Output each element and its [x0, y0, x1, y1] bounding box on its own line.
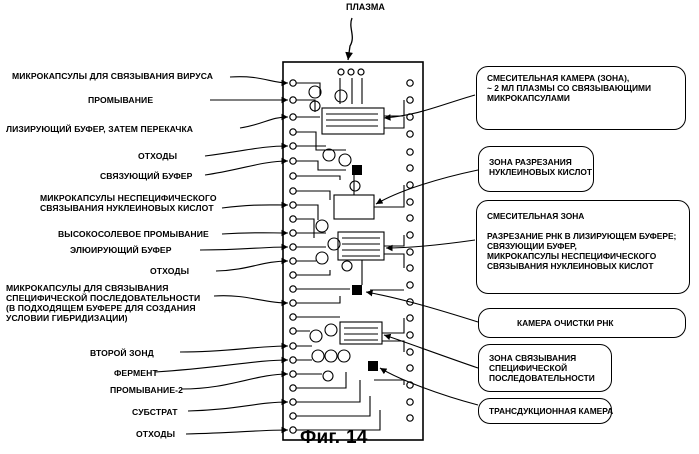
- label-second-probe: ВТОРОЙ ЗОНД: [90, 348, 154, 358]
- callout-rna-purification: КАМЕРА ОЧИСТКИ РНК: [478, 308, 686, 338]
- callout-mixing-zone-text: СМЕСИТЕЛЬНАЯ ЗОНА РАЗРЕЗАНИЕ РНК В ЛИЗИР…: [487, 211, 676, 271]
- callout-rna-purification-text: КАМЕРА ОЧИСТКИ РНК: [517, 318, 614, 328]
- label-waste-1: ОТХОДЫ: [138, 151, 177, 161]
- plasma-inlet-line: [348, 18, 352, 60]
- label-lysis-buffer: ЛИЗИРУЮЩИЙ БУФЕР, ЗАТЕМ ПЕРЕКАЧКА: [6, 124, 193, 134]
- callout-cleavage-zone-text: ЗОНА РАЗРЕЗАНИЯ НУКЛЕИНОВЫХ КИСЛОТ: [489, 157, 592, 177]
- label-substrate: СУБСТРАТ: [132, 407, 178, 417]
- label-waste-3: ОТХОДЫ: [136, 429, 175, 439]
- callout-mixing-zone: СМЕСИТЕЛЬНАЯ ЗОНА РАЗРЕЗАНИЕ РНК В ЛИЗИР…: [476, 200, 690, 294]
- label-high-salt-wash: ВЫСОКОСОЛЕВОЕ ПРОМЫВАНИЕ: [58, 229, 209, 239]
- label-waste-2: ОТХОДЫ: [150, 266, 189, 276]
- label-elution-buffer: ЭЛЮИРУЮЩИЙ БУФЕР: [70, 245, 172, 255]
- callout-transduction-chamber: ТРАНСДУКЦИОННАЯ КАМЕРА: [478, 398, 612, 424]
- callout-cleavage-zone: ЗОНА РАЗРЕЗАНИЯ НУКЛЕИНОВЫХ КИСЛОТ: [478, 146, 594, 192]
- right-ports: [407, 80, 413, 421]
- label-nonspecific-microcapsules: МИКРОКАПСУЛЫ НЕСПЕЦИФИЧЕСКОГО СВЯЗЫВАНИЯ…: [40, 193, 217, 213]
- figure-caption: Фиг. 14: [300, 427, 368, 449]
- label-washing: ПРОМЫВАНИЕ: [88, 95, 153, 105]
- label-virus-binding-microcapsules: МИКРОКАПСУЛЫ ДЛЯ СВЯЗЫВАНИЯ ВИРУСА: [12, 71, 213, 81]
- label-enzyme: ФЕРМЕНТ: [114, 368, 158, 378]
- label-specific-sequence-microcapsules: МИКРОКАПСУЛЫ ДЛЯ СВЯЗЫВАНИЯ СПЕЦИФИЧЕСКО…: [6, 283, 200, 323]
- callout-transduction-chamber-text: ТРАНСДУКЦИОННАЯ КАМЕРА: [489, 406, 613, 416]
- plasma-title: ПЛАЗМА: [346, 2, 385, 12]
- cartridge-outline: [283, 62, 423, 440]
- label-wash-2: ПРОМЫВАНИЕ-2: [110, 385, 183, 395]
- callout-sequence-binding-text: ЗОНА СВЯЗЫВАНИЯ СПЕЦИФИЧЕСКОЙ ПОСЛЕДОВАТ…: [489, 353, 595, 383]
- callout-mixing-chamber-text: СМЕСИТЕЛЬНАЯ КАМЕРА (ЗОНА), ~ 2 МЛ ПЛАЗМ…: [487, 73, 651, 103]
- label-binding-buffer: СВЯЗУЮЩИЙ БУФЕР: [100, 171, 192, 181]
- top-inlets: [338, 69, 364, 75]
- callout-mixing-chamber: СМЕСИТЕЛЬНАЯ КАМЕРА (ЗОНА), ~ 2 МЛ ПЛАЗМ…: [476, 66, 686, 130]
- callout-sequence-binding: ЗОНА СВЯЗЫВАНИЯ СПЕЦИФИЧЕСКОЙ ПОСЛЕДОВАТ…: [478, 344, 612, 392]
